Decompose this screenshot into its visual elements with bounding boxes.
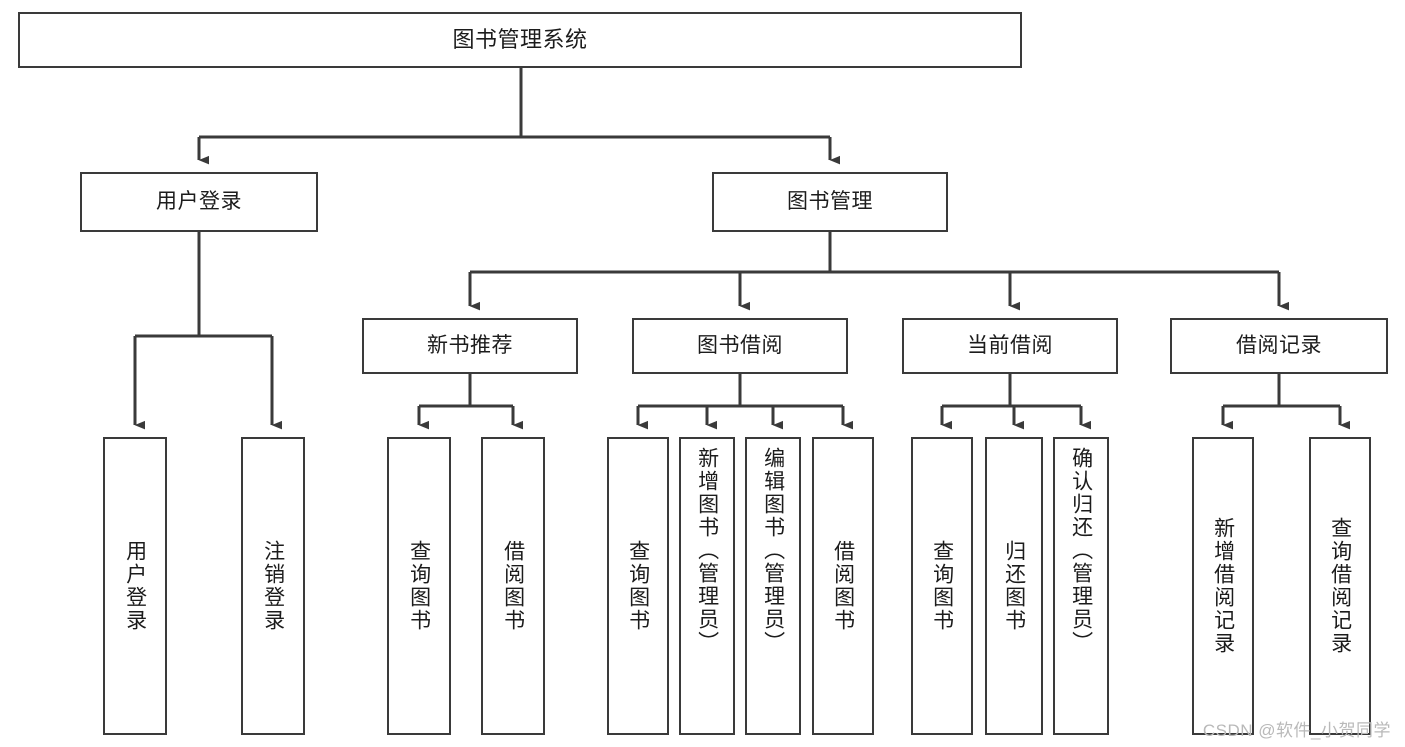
node-leaf-rec-add-record[interactable]: 新增借阅记录 (1192, 437, 1254, 735)
node-leaf-rec-borrow-book-label: 借阅图书 (501, 540, 525, 632)
node-user-login-label: 用户登录 (156, 189, 242, 213)
node-leaf-logout-label: 注销登录 (261, 540, 285, 632)
node-leaf-rec-add-record-label: 新增借阅记录 (1211, 517, 1235, 655)
node-new-book-recommend[interactable]: 新书推荐 (362, 318, 578, 374)
node-leaf-rec-query-record[interactable]: 查询借阅记录 (1309, 437, 1371, 735)
node-leaf-cur-return-book-label: 归还图书 (1002, 540, 1026, 632)
node-leaf-cur-query-book[interactable]: 查询图书 (911, 437, 973, 735)
node-leaf-logout[interactable]: 注销登录 (241, 437, 305, 735)
node-leaf-borrow-borrow-book[interactable]: 借阅图书 (812, 437, 874, 735)
node-leaf-cur-confirm-return[interactable]: 确认归还（管理员） (1053, 437, 1109, 735)
node-borrow-record[interactable]: 借阅记录 (1170, 318, 1388, 374)
node-new-book-recommend-label: 新书推荐 (427, 333, 513, 357)
node-book-manage-label: 图书管理 (787, 189, 873, 213)
node-borrow-record-label: 借阅记录 (1236, 333, 1322, 357)
node-leaf-user-login-label: 用户登录 (123, 540, 147, 632)
node-leaf-rec-query-record-label: 查询借阅记录 (1328, 517, 1352, 655)
node-leaf-rec-query-book-label: 查询图书 (407, 540, 431, 632)
node-leaf-cur-query-book-label: 查询图书 (930, 540, 954, 632)
node-leaf-borrow-edit-book[interactable]: 编辑图书（管理员） (745, 437, 801, 735)
node-leaf-cur-confirm-return-label: 确认归还（管理员） (1069, 447, 1093, 654)
node-root-system-label: 图书管理系统 (452, 27, 588, 53)
node-leaf-borrow-add-book[interactable]: 新增图书（管理员） (679, 437, 735, 735)
node-leaf-borrow-query-book[interactable]: 查询图书 (607, 437, 669, 735)
node-leaf-borrow-edit-book-label: 编辑图书（管理员） (761, 447, 785, 654)
watermark-text: CSDN @软件_小贺同学 (1202, 721, 1391, 740)
node-root-system[interactable]: 图书管理系统 (18, 12, 1022, 68)
node-book-borrow-label: 图书借阅 (697, 333, 783, 357)
node-leaf-borrow-borrow-book-label: 借阅图书 (831, 540, 855, 632)
node-current-borrow[interactable]: 当前借阅 (902, 318, 1118, 374)
node-leaf-user-login[interactable]: 用户登录 (103, 437, 167, 735)
node-leaf-rec-borrow-book[interactable]: 借阅图书 (481, 437, 545, 735)
node-user-login[interactable]: 用户登录 (80, 172, 318, 232)
node-book-borrow[interactable]: 图书借阅 (632, 318, 848, 374)
node-current-borrow-label: 当前借阅 (967, 333, 1053, 357)
node-leaf-borrow-add-book-label: 新增图书（管理员） (695, 447, 719, 654)
node-book-manage[interactable]: 图书管理 (712, 172, 948, 232)
node-leaf-rec-query-book[interactable]: 查询图书 (387, 437, 451, 735)
node-leaf-cur-return-book[interactable]: 归还图书 (985, 437, 1043, 735)
node-leaf-borrow-query-book-label: 查询图书 (626, 540, 650, 632)
